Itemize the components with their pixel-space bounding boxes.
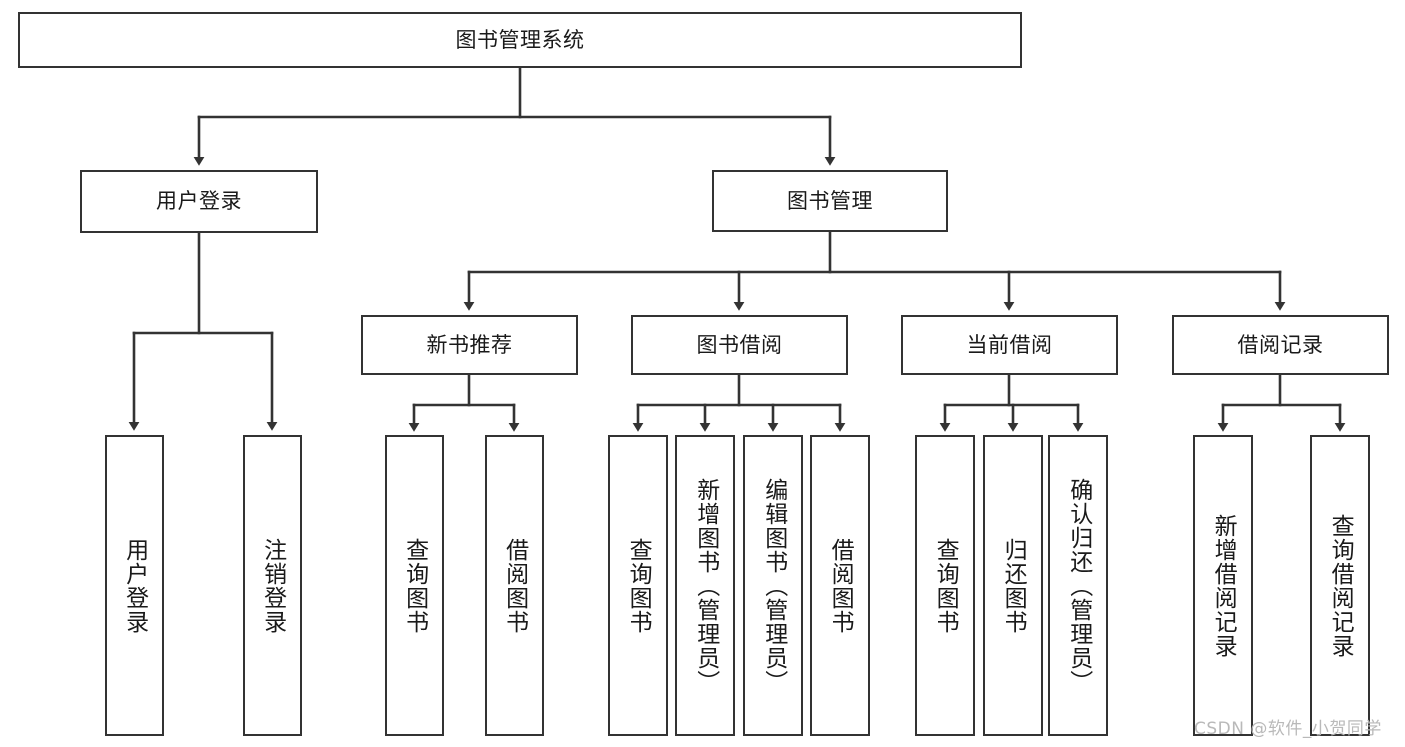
leaf-query-record-label: 查询借阅记录	[1327, 513, 1354, 658]
leaf-user-login-label: 用户登录	[121, 537, 148, 634]
leaf-add-book-label: 新增图书（管理员）	[692, 477, 719, 694]
leaf-borrow-book-2[interactable]: 借阅图书	[810, 435, 870, 736]
node-current-borrow[interactable]: 当前借阅	[901, 315, 1118, 375]
leaf-borrow-book-1-label: 借阅图书	[501, 537, 528, 634]
leaf-query-book-3-label: 查询图书	[932, 537, 959, 634]
leaf-confirm-return[interactable]: 确认归还（管理员）	[1048, 435, 1108, 736]
leaf-add-record[interactable]: 新增借阅记录	[1193, 435, 1253, 736]
leaf-query-book-2[interactable]: 查询图书	[608, 435, 668, 736]
node-user-login-label: 用户登录	[156, 189, 242, 213]
node-user-login[interactable]: 用户登录	[80, 170, 318, 233]
node-new-book-recommend[interactable]: 新书推荐	[361, 315, 578, 375]
leaf-edit-book-label: 编辑图书（管理员）	[760, 477, 787, 694]
leaf-add-book[interactable]: 新增图书（管理员）	[675, 435, 735, 736]
node-borrow-record[interactable]: 借阅记录	[1172, 315, 1389, 375]
leaf-user-login[interactable]: 用户登录	[105, 435, 164, 736]
leaf-edit-book[interactable]: 编辑图书（管理员）	[743, 435, 803, 736]
leaf-query-book-2-label: 查询图书	[625, 537, 652, 634]
leaf-return-book[interactable]: 归还图书	[983, 435, 1043, 736]
node-current-borrow-label: 当前借阅	[966, 332, 1053, 357]
leaf-query-book-3[interactable]: 查询图书	[915, 435, 975, 736]
leaf-logout-login-label: 注销登录	[259, 537, 286, 634]
leaf-borrow-book-2-label: 借阅图书	[827, 537, 854, 634]
node-new-book-recommend-label: 新书推荐	[426, 332, 513, 357]
leaf-query-book-1-label: 查询图书	[401, 537, 428, 634]
csdn-watermark: CSDN @软件_小贺同学	[1194, 719, 1382, 739]
node-root-label: 图书管理系统	[455, 27, 585, 52]
leaf-add-record-label: 新增借阅记录	[1210, 513, 1237, 658]
node-root[interactable]: 图书管理系统	[18, 12, 1022, 68]
node-borrow-record-label: 借阅记录	[1237, 332, 1324, 357]
leaf-query-record[interactable]: 查询借阅记录	[1310, 435, 1370, 736]
node-book-manage-label: 图书管理	[787, 188, 873, 213]
leaf-logout-login[interactable]: 注销登录	[243, 435, 302, 736]
leaf-confirm-return-label: 确认归还（管理员）	[1065, 477, 1092, 694]
node-book-borrow-label: 图书借阅	[696, 332, 783, 357]
node-book-manage[interactable]: 图书管理	[712, 170, 948, 232]
node-book-borrow[interactable]: 图书借阅	[631, 315, 848, 375]
leaf-return-book-label: 归还图书	[1000, 537, 1027, 634]
leaf-query-book-1[interactable]: 查询图书	[385, 435, 444, 736]
leaf-borrow-book-1[interactable]: 借阅图书	[485, 435, 544, 736]
